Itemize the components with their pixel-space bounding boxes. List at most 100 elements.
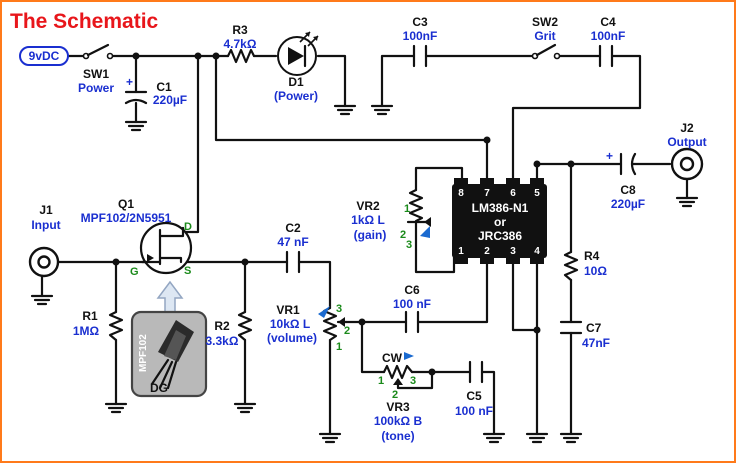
vr1-ref: VR1 [276,303,300,317]
vr3-pin1: 1 [378,375,384,387]
ic-pin5: 5 [534,188,540,199]
ic-pin4: 4 [534,246,540,257]
ground-symbols [30,104,699,444]
led-d1: D1 (Power) [274,31,319,103]
capacitor-c7: C7 47nF [559,320,610,350]
r4-value: 10Ω [584,264,607,278]
c8-polarity: + [606,149,613,163]
j2-ref: J2 [680,121,694,135]
r3-value: 4.7kΩ [224,37,257,51]
potentiometer-vr1: VR1 10kΩ L (volume) 3 2 1 [267,303,350,353]
c7-value: 47nF [582,336,610,350]
r2-ref: R2 [214,319,230,333]
potentiometer-vr3: CW 1 2 3 VR3 100kΩ B (tone) [374,351,423,443]
j1-value: Input [31,218,60,232]
vr3-pin2: 2 [392,389,398,401]
vr2-note: (gain) [354,228,387,242]
sw1-value: Power [78,81,114,95]
sw1-ref: SW1 [83,67,109,81]
ic-pin6: 6 [510,188,516,199]
q1-gate-label: G [130,266,139,278]
r3-ref: R3 [232,23,248,37]
vr3-pin3: 3 [410,375,416,387]
potentiometer-vr2: VR2 1kΩ L (gain) 1 2 3 [351,188,431,252]
c2-value: 47 nF [277,235,308,249]
battery-label: 9vDC [29,49,60,63]
vr1-pin1: 1 [336,341,342,353]
c2-ref: C2 [285,221,301,235]
vr1-pin2: 2 [344,325,350,337]
ic-pin2: 2 [484,246,490,257]
vr3-note: (tone) [381,429,414,443]
pointer-arrow-icon [156,280,184,313]
jack-j2: J2 Output [667,121,707,181]
package-part-label: MPF102 [138,334,149,372]
c6-value: 100 nF [393,297,431,311]
ic-lm386: 8 7 6 5 1 2 3 4 LM386-N1 or JRC386 [452,178,547,264]
c5-ref: C5 [466,389,482,403]
package-pin-labels: DG [150,381,168,395]
sw2-ref: SW2 [532,15,558,29]
q1-ref: Q1 [118,197,134,211]
switch-sw2: SW2 Grit [531,15,561,60]
battery-terminal: 9vDC [19,46,69,66]
c3-value: 100nF [403,29,438,43]
ic-pin3: 3 [510,246,516,257]
vr3-ref: VR3 [386,400,410,414]
vr1-note: (volume) [267,331,317,345]
transistor-q1: Q1 MPF102/2N5951 D G S [81,197,193,278]
switch-sw1: SW1 Power [78,43,114,95]
vr3-value: 100kΩ B [374,414,423,428]
vr2-pin1: 1 [404,203,410,215]
c8-ref: C8 [620,183,636,197]
c3-ref: C3 [412,15,428,29]
vr1-value: 10kΩ L [270,317,310,331]
r1-value: 1MΩ [73,324,100,338]
vr2-ref: VR2 [356,199,380,213]
j1-ref: J1 [39,203,53,217]
resistor-r3: R3 4.7kΩ [224,23,257,64]
q1-source-label: S [184,265,191,277]
ic-pin1: 1 [458,246,464,257]
r1-ref: R1 [82,309,98,323]
capacitor-c3: C3 100nF [403,15,438,68]
ic-name: LM386-N1 [472,201,529,215]
c4-ref: C4 [600,15,616,29]
capacitor-c4: C4 100nF [591,15,626,68]
c6-ref: C6 [404,283,420,297]
j2-value: Output [667,135,706,149]
resistor-r2: R2 3.3kΩ [206,310,253,348]
vr2-pin2: 2 [400,229,406,241]
sw2-value: Grit [534,29,555,43]
resistor-r4: R4 10Ω [563,249,607,282]
mpf102-package-illustration: MPF102 DG [130,310,208,398]
resistor-r1: R1 1MΩ [73,309,124,342]
ic-pin8: 8 [458,188,464,199]
c4-value: 100nF [591,29,626,43]
capacitor-c8: + C8 220µF [606,149,645,211]
capacitor-c2: C2 47 nF [277,221,309,274]
d1-ref: D1 [288,75,304,89]
capacitor-c6: C6 100 nF [393,283,431,334]
d1-value: (Power) [274,89,318,103]
c1-ref: C1 [156,80,172,94]
ic-alt-name: JRC386 [478,229,522,243]
c1-value: 220µF [153,93,187,107]
vr2-pin3: 3 [406,239,412,251]
vr1-pin3: 3 [336,303,342,315]
q1-value: MPF102/2N5951 [81,211,172,225]
vr3-cw-label: CW [382,351,403,365]
c5-value: 100 nF [455,404,493,418]
schematic-title: The Schematic [10,10,159,33]
capacitor-c1: + C1 220µF [124,75,187,107]
c1-polarity: + [126,75,133,89]
ic-or: or [494,215,506,229]
jack-j1: J1 Input [28,203,61,278]
junctions [112,52,575,376]
capacitor-c5: C5 100 nF [455,360,493,418]
r4-ref: R4 [584,249,600,263]
c8-value: 220µF [611,197,645,211]
c7-ref: C7 [586,321,602,335]
